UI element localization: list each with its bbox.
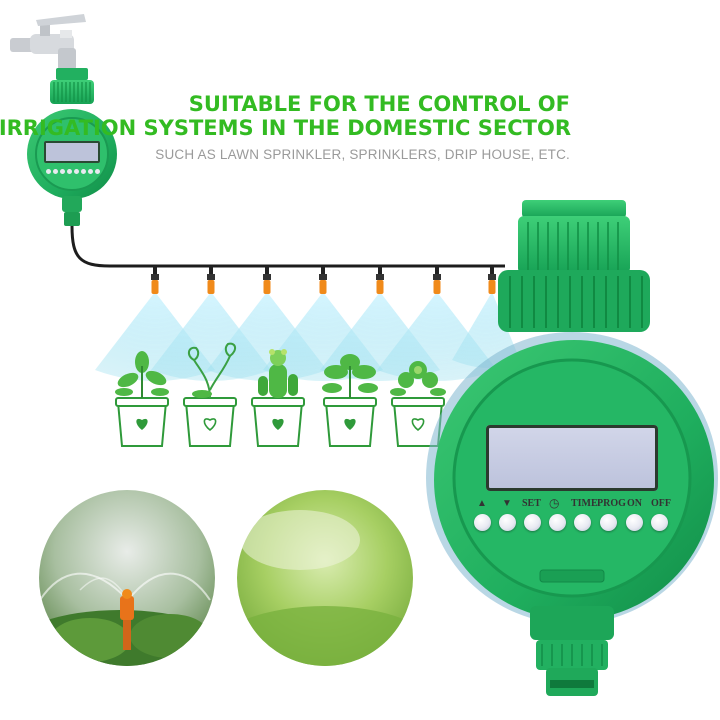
plant-pot-4 [322, 354, 378, 447]
set-button[interactable] [524, 514, 541, 531]
small-button [95, 169, 100, 174]
sprinkler-photo [39, 490, 215, 666]
down-arrow-icon: ▼ [502, 498, 512, 509]
time-label: TIME [571, 498, 598, 509]
small-button [81, 169, 86, 174]
time-button[interactable] [574, 514, 591, 531]
small-lcd-display [44, 141, 100, 163]
small-button [46, 169, 51, 174]
clock-icon: ◷ [549, 496, 560, 510]
small-button [60, 169, 65, 174]
off-label: OFF [651, 498, 671, 509]
prog-button[interactable] [600, 514, 617, 531]
down-button[interactable] [499, 514, 516, 531]
prog-label: PROG [597, 498, 626, 509]
off-button[interactable] [651, 514, 668, 531]
headline-subline: SUCH AS LAWN SPRINKLER, SPRINKLERS, DRIP… [155, 147, 570, 162]
irrigation-hose [70, 225, 505, 268]
lawn-photo [237, 490, 413, 666]
small-button [67, 169, 72, 174]
mist-sprays [95, 292, 520, 381]
lcd-display [486, 425, 658, 491]
small-button [53, 169, 58, 174]
clock-button[interactable] [549, 514, 566, 531]
set-label: SET [522, 498, 541, 509]
up-button[interactable] [474, 514, 491, 531]
headline-line-1: SUITABLE FOR THE CONTROL OF [188, 92, 570, 116]
plant-pot-2 [183, 342, 237, 447]
main-timer-device [426, 200, 718, 696]
plant-pot-1 [115, 351, 169, 447]
plant-pot-3 [251, 349, 305, 447]
drip-nozzles [151, 266, 496, 294]
headline-line-2: IRRIGATION SYSTEMS IN THE DOMESTIC SECTO… [0, 116, 571, 140]
faucet-icon [10, 14, 86, 70]
small-button [88, 169, 93, 174]
small-button [74, 169, 79, 174]
on-label: ON [627, 498, 642, 509]
up-arrow-icon: ▲ [477, 498, 487, 509]
plant-pot-5 [390, 361, 446, 447]
on-button[interactable] [626, 514, 643, 531]
plant-pots [115, 342, 446, 447]
